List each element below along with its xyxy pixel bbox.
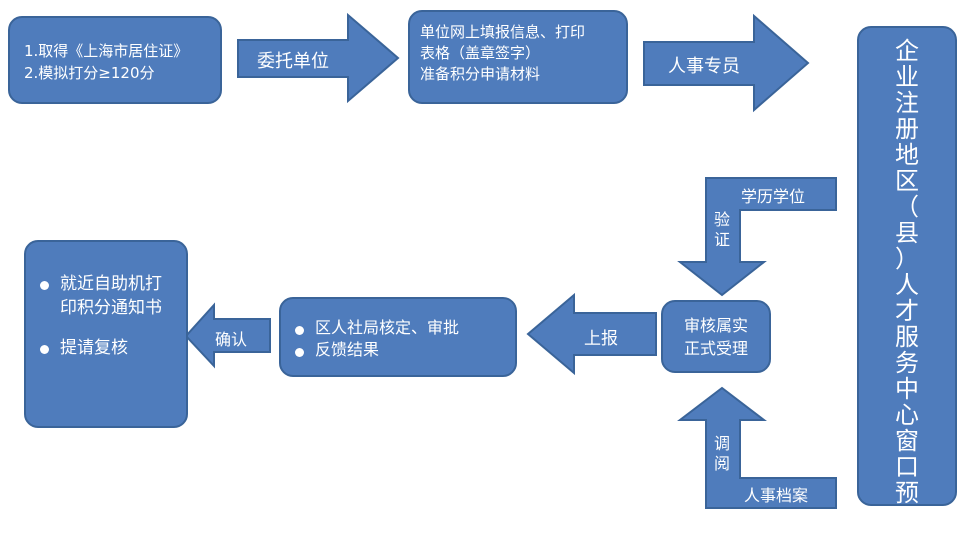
- vertical-char: 阅: [713, 454, 730, 473]
- node-fill-info-line-1: 单位网上填报信息、打印: [420, 23, 586, 41]
- vertical-char: 县: [895, 219, 919, 247]
- node-final: 就近自助机打印积分通知书 提请复核: [24, 240, 188, 428]
- flowchart: 1.取得《上海市居住证》 2.模拟打分≥120分 单位网上填报信息、打印 表格（…: [8, 10, 957, 558]
- node-district-item-1: 区人社局核定、审批: [293, 317, 515, 339]
- vertical-char: 才: [895, 297, 919, 325]
- arrow-consult-label: 调阅: [712, 434, 732, 474]
- node-talent-center: 企业注册地区（县）人才服务中心窗口预受理: [857, 26, 957, 558]
- arrow-degree-label: 学历学位: [741, 187, 806, 206]
- vertical-char: 地: [895, 141, 919, 169]
- node-talent-center-label: 企业注册地区（县）人才服务中心窗口预受理: [859, 38, 955, 558]
- arrow-layer: [184, 12, 837, 509]
- vertical-char: （: [895, 193, 919, 221]
- node-final-item-1: 就近自助机打印积分通知书: [38, 272, 172, 320]
- arrow-hr-specialist-label: 人事专员: [668, 56, 740, 77]
- vertical-char: 心: [895, 401, 919, 429]
- node-district: 区人社局核定、审批 反馈结果: [279, 297, 517, 377]
- node-start-line-1: 1.取得《上海市居住证》: [24, 42, 189, 60]
- arrow-verify-label: 验证: [712, 210, 732, 250]
- arrow-confirm: [184, 302, 271, 369]
- vertical-char: 人: [895, 271, 919, 299]
- node-final-list: 就近自助机打印积分通知书 提请复核: [38, 272, 176, 360]
- arrow-archive-consult: [677, 386, 837, 509]
- node-district-list: 区人社局核定、审批 反馈结果: [293, 317, 515, 361]
- arrow-degree-verify: [677, 177, 837, 297]
- vertical-char: 调: [713, 434, 730, 453]
- arrow-archive-label: 人事档案: [744, 486, 809, 505]
- vertical-char: 验: [713, 210, 730, 229]
- arrow-entrust-label: 委托单位: [257, 51, 329, 72]
- node-start: 1.取得《上海市居住证》 2.模拟打分≥120分: [8, 16, 222, 104]
- vertical-char: 务: [895, 349, 919, 377]
- vertical-char: 企: [895, 37, 919, 65]
- vertical-char: 预: [895, 479, 919, 507]
- node-district-item-2: 反馈结果: [293, 339, 515, 361]
- node-start-line-2: 2.模拟打分≥120分: [24, 64, 155, 82]
- arrow-submit-label: 上报: [584, 329, 618, 349]
- vertical-char: 服: [895, 323, 919, 351]
- vertical-char: 注: [895, 89, 919, 117]
- arrow-submit: [526, 292, 657, 376]
- vertical-char: 中: [895, 375, 919, 403]
- vertical-char: 口: [895, 453, 919, 481]
- vertical-char: 证: [713, 230, 730, 249]
- vertical-char: ）: [895, 245, 919, 273]
- node-fill-info: 单位网上填报信息、打印 表格（盖章签字） 准备积分申请材料: [408, 10, 628, 104]
- vertical-char: 册: [895, 115, 919, 143]
- vertical-char: 受: [895, 505, 919, 533]
- node-review-line-2: 正式受理: [683, 339, 748, 358]
- vertical-char: 业: [895, 63, 919, 91]
- node-review-line-1: 审核属实: [683, 316, 748, 335]
- node-fill-info-line-3: 准备积分申请材料: [420, 65, 541, 83]
- arrow-hr-specialist: [643, 13, 810, 113]
- vertical-char: 区: [895, 167, 919, 195]
- node-final-item-2: 提请复核: [38, 336, 176, 360]
- arrow-entrust: [237, 12, 400, 104]
- arrow-confirm-label: 确认: [215, 330, 248, 349]
- vertical-char: 理: [895, 531, 919, 559]
- node-fill-info-line-2: 表格（盖章签字）: [420, 44, 541, 62]
- node-review: 审核属实 正式受理: [661, 300, 771, 373]
- vertical-char: 窗: [895, 427, 919, 455]
